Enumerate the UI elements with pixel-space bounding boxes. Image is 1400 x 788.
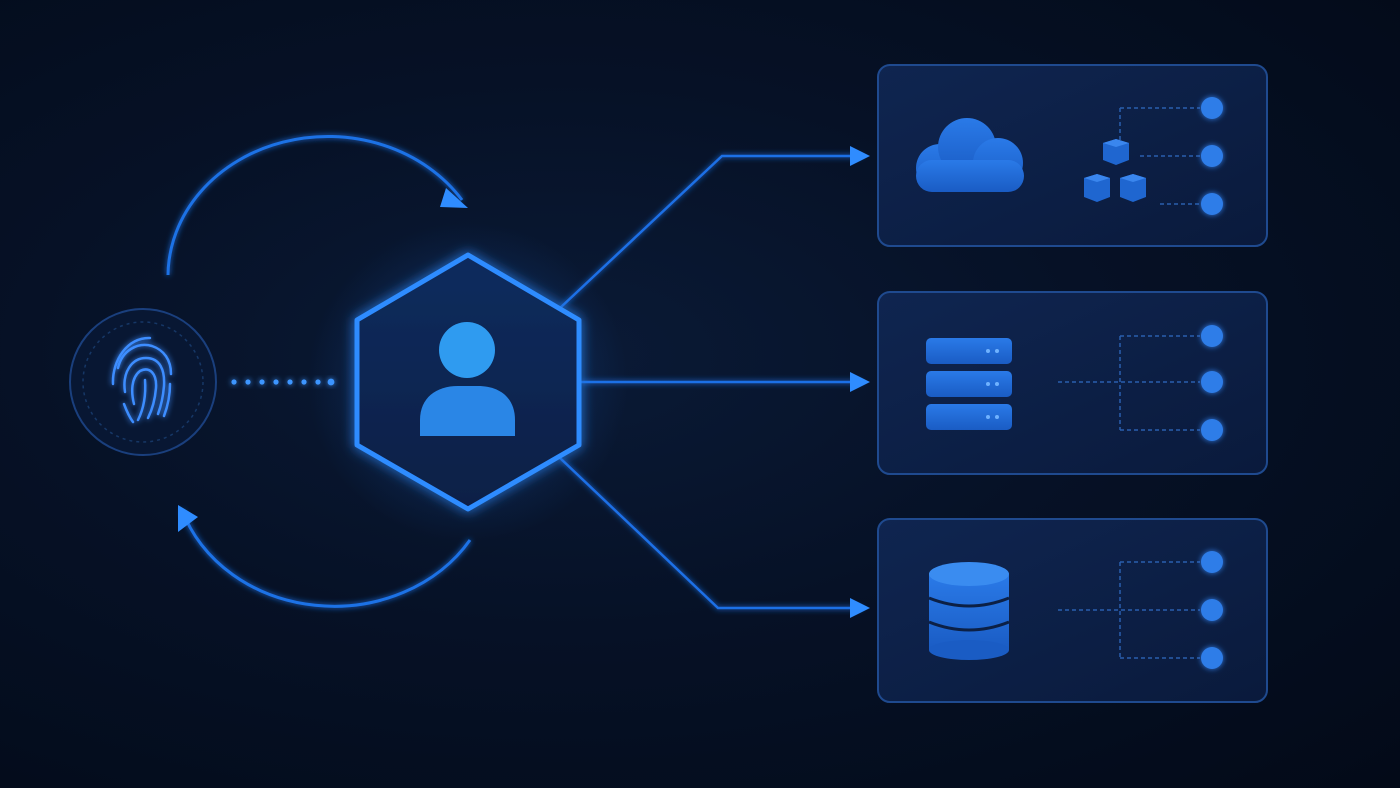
bottom-arc-arrow	[180, 509, 472, 608]
cycle-arrows	[166, 134, 472, 608]
endpoint-dot	[1201, 145, 1223, 167]
user-icon	[420, 322, 515, 436]
cubes-icon	[1084, 139, 1146, 202]
database-endpoint-lines	[1058, 561, 1200, 659]
database-icon	[928, 562, 1010, 660]
fingerprint-node	[69, 308, 217, 456]
connector-arrowheads	[850, 146, 870, 618]
bottom-arc-arrowhead	[178, 505, 198, 532]
servers-endpoint-lines	[1058, 335, 1200, 431]
connector-database	[559, 457, 862, 610]
panel-servers	[877, 291, 1268, 475]
endpoint-dot	[1201, 551, 1223, 573]
endpoint-dot	[1201, 647, 1223, 669]
connector-cloud	[559, 154, 862, 309]
endpoint-dot	[1201, 193, 1223, 215]
database-endpoints	[1201, 551, 1223, 669]
fingerprint-icon	[111, 336, 173, 424]
top-arc-arrow	[166, 134, 464, 276]
top-arc-arrowhead	[440, 188, 468, 208]
panel-cloud	[877, 64, 1268, 247]
cloud-endpoints	[1201, 97, 1223, 215]
cloud-endpoint-lines	[1119, 107, 1200, 205]
endpoint-dot	[1201, 599, 1223, 621]
endpoint-dot	[1201, 371, 1223, 393]
identity-hub	[308, 222, 628, 542]
endpoint-dot	[1201, 419, 1223, 441]
cloud-icon	[916, 118, 1024, 192]
endpoint-dot	[1201, 325, 1223, 347]
panel-database	[877, 518, 1268, 703]
endpoint-dot	[1201, 97, 1223, 119]
servers-endpoints	[1201, 325, 1223, 441]
server-stack-icon	[926, 338, 1012, 430]
